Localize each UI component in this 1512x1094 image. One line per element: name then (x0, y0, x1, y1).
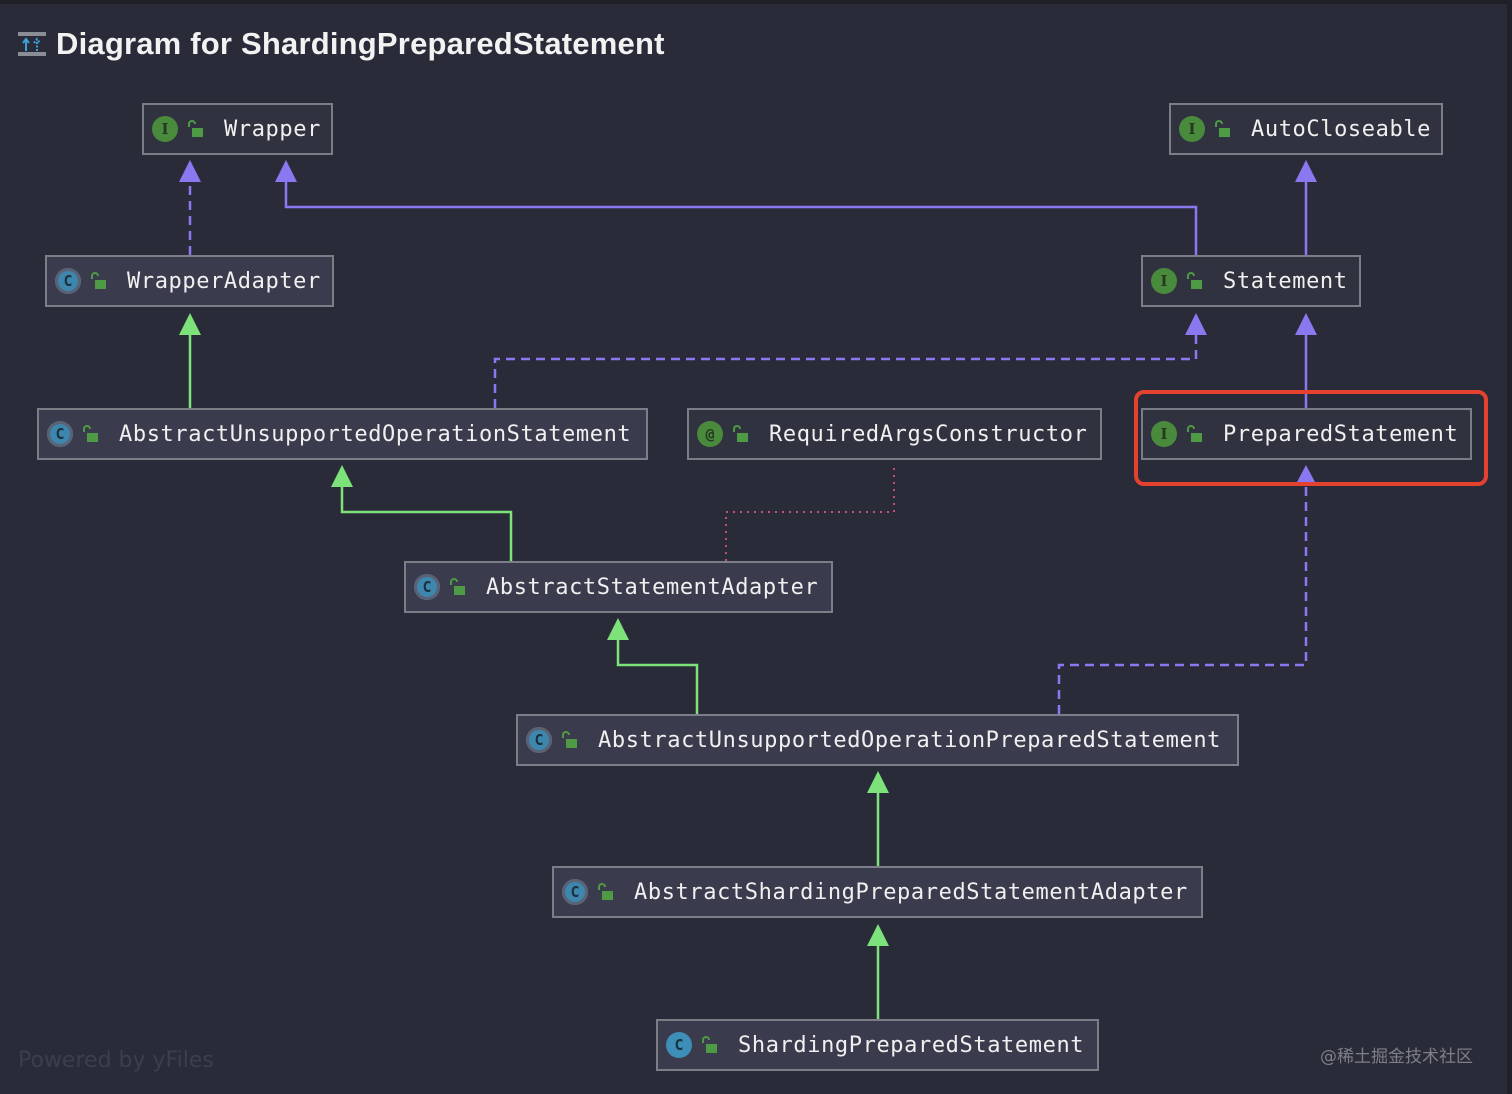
public-unlock-icon (1187, 425, 1202, 442)
node-label: RequiredArgsConstructor (769, 421, 1088, 447)
window-top-bar (0, 0, 1512, 4)
node-wrapper[interactable]: I Wrapper (142, 103, 333, 155)
node-label: Statement (1223, 268, 1348, 294)
node-abstractunsupportedoperationstatement[interactable]: C AbstractUnsupportedOperationStatement (37, 408, 648, 460)
edge-wrapperadapter-wrapper (179, 160, 201, 255)
node-label: Wrapper (224, 116, 321, 142)
node-statement[interactable]: I Statement (1141, 255, 1361, 307)
edge-aspsa-auops (867, 771, 889, 866)
node-abstractshardingpreparedstatementadapter[interactable]: C AbstractShardingPreparedStatementAdapt… (552, 866, 1203, 918)
abstract-class-icon: C (47, 421, 73, 447)
public-unlock-icon (702, 1036, 717, 1053)
public-unlock-icon (1187, 272, 1202, 289)
public-unlock-icon (1215, 120, 1230, 137)
node-label: AbstractUnsupportedOperationPreparedStat… (598, 727, 1222, 753)
abstract-class-icon: C (55, 268, 81, 294)
edge-asa-requiredargsconstructor (725, 464, 895, 561)
public-unlock-icon (91, 272, 106, 289)
abstract-class-icon: C (562, 879, 588, 905)
node-abstractstatementadapter[interactable]: C AbstractStatementAdapter (404, 561, 833, 613)
highlight-box (1134, 390, 1488, 486)
edge-auops-preparedstatement (1057, 465, 1315, 714)
edge-asa-auos (331, 465, 513, 561)
edge-auops-asa (607, 618, 699, 714)
node-label: AutoCloseable (1251, 116, 1431, 142)
interface-icon: I (1151, 421, 1177, 447)
class-icon: C (666, 1032, 692, 1058)
public-unlock-icon (188, 120, 203, 137)
edge-sps-aspsa (867, 924, 889, 1019)
node-wrapperadapter[interactable]: C WrapperAdapter (45, 255, 334, 307)
public-unlock-icon (598, 883, 613, 900)
public-unlock-icon (562, 731, 577, 748)
interface-icon: I (1179, 116, 1205, 142)
node-requiredargsconstructor[interactable]: @ RequiredArgsConstructor (687, 408, 1102, 460)
node-label: WrapperAdapter (127, 268, 321, 294)
edge-auos-statement (493, 313, 1207, 408)
window-right-edge (1507, 0, 1512, 1094)
edge-statement-wrapper (275, 160, 1198, 255)
node-abstractunsupportedoperationpreparedstatement[interactable]: C AbstractUnsupportedOperationPreparedSt… (516, 714, 1239, 766)
watermark-text: @稀土掘金技术社区 (1320, 1047, 1473, 1067)
annotation-icon: @ (697, 421, 723, 447)
powered-by-text: Powered by yFiles (18, 1048, 214, 1073)
node-label: PreparedStatement (1223, 421, 1459, 447)
edge-statement-autocloseable (1295, 160, 1317, 255)
node-autocloseable[interactable]: I AutoCloseable (1169, 103, 1443, 155)
public-unlock-icon (83, 425, 98, 442)
edge-preparedstatement-statement (1295, 313, 1317, 408)
node-label: AbstractShardingPreparedStatementAdapter (634, 879, 1188, 905)
node-label: AbstractStatementAdapter (486, 574, 819, 600)
node-shardingpreparedstatement[interactable]: C ShardingPreparedStatement (656, 1019, 1099, 1071)
interface-icon: I (1151, 268, 1177, 294)
abstract-class-icon: C (414, 574, 440, 600)
abstract-class-icon: C (526, 727, 552, 753)
node-label: AbstractUnsupportedOperationStatement (119, 421, 632, 447)
diagram-header: Diagram for ShardingPreparedStatement (18, 24, 665, 64)
page-title: Diagram for ShardingPreparedStatement (56, 26, 665, 61)
diagram-icon (18, 31, 46, 57)
public-unlock-icon (733, 425, 748, 442)
interface-icon: I (152, 116, 178, 142)
edge-auos-wrapperadapter (179, 313, 201, 408)
public-unlock-icon (450, 578, 465, 595)
node-preparedstatement[interactable]: I PreparedStatement (1141, 408, 1472, 460)
node-label: ShardingPreparedStatement (738, 1032, 1085, 1058)
